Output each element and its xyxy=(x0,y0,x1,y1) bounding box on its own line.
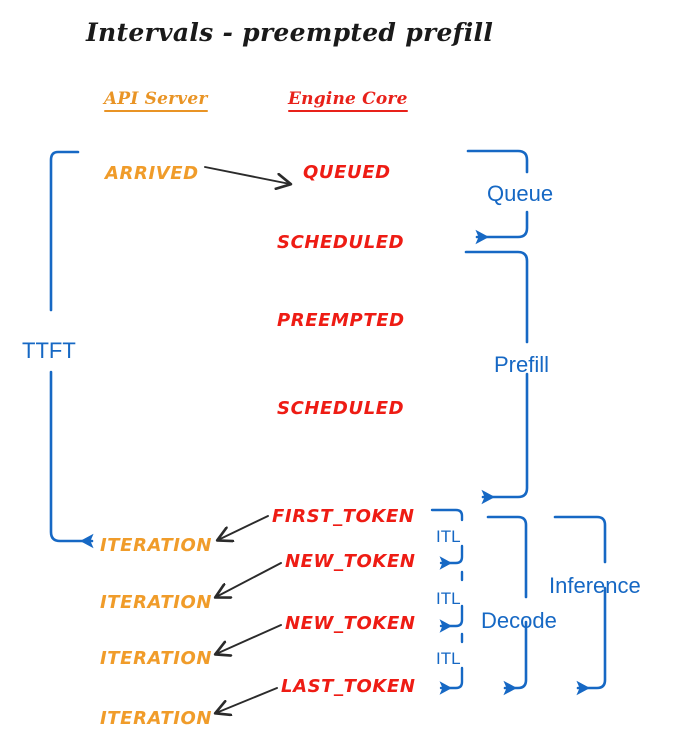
arrow-first-token-to-iteration xyxy=(218,515,269,540)
bracket-itl-1 xyxy=(430,508,464,570)
underline-engine-core xyxy=(288,110,408,112)
engine-event-queued: QUEUED xyxy=(303,162,391,183)
interval-label-ttft: TTFT xyxy=(22,338,76,363)
arrow-new-token-to-iteration-2 xyxy=(216,624,282,654)
column-header-engine-core-text: Engine Core xyxy=(288,89,408,109)
bracket-inference xyxy=(553,515,607,696)
engine-event-preempted: PREEMPTED xyxy=(277,310,405,331)
bracket-itl-2 xyxy=(439,570,464,633)
engine-event-new-token-2: NEW_TOKEN xyxy=(285,613,416,634)
bracket-itl-3 xyxy=(439,632,464,695)
bracket-decode xyxy=(486,515,528,696)
bracket-queue xyxy=(466,149,529,245)
arrow-last-token-to-iteration xyxy=(216,687,278,713)
interval-label-itl-1: ITL xyxy=(436,527,461,546)
interval-label-prefill: Prefill xyxy=(494,352,550,377)
interval-label-queue: Queue xyxy=(487,181,554,206)
diagram-title: Intervals - preempted prefill xyxy=(86,18,494,47)
interval-label-decode: Decode xyxy=(481,608,557,633)
api-event-arrived: ARRIVED xyxy=(105,163,199,184)
interval-label-inference: Inference xyxy=(549,573,641,598)
underline-api-server xyxy=(104,110,208,112)
column-header-api-server: API Server xyxy=(104,91,208,112)
column-header-api-server-text: API Server xyxy=(104,89,208,109)
api-event-iteration-4: ITERATION xyxy=(100,708,213,729)
api-event-iteration-2: ITERATION xyxy=(100,592,213,613)
arrow-arrived-to-queued xyxy=(204,166,290,184)
bracket-ttft xyxy=(49,150,94,549)
engine-event-new-token-1: NEW_TOKEN xyxy=(285,551,416,572)
bracket-prefill xyxy=(464,250,529,505)
engine-event-first-token: FIRST_TOKEN xyxy=(272,506,415,527)
column-header-engine-core: Engine Core xyxy=(288,91,408,112)
api-event-iteration-3: ITERATION xyxy=(100,648,213,669)
arrow-new-token-to-iteration-1 xyxy=(216,562,282,597)
interval-label-itl-3: ITL xyxy=(436,649,461,668)
engine-event-scheduled-2: SCHEDULED xyxy=(277,398,405,419)
interval-label-itl-2: ITL xyxy=(436,589,461,608)
api-event-iteration-1: ITERATION xyxy=(100,535,213,556)
engine-event-last-token: LAST_TOKEN xyxy=(281,676,416,697)
engine-event-scheduled-1: SCHEDULED xyxy=(277,232,405,253)
